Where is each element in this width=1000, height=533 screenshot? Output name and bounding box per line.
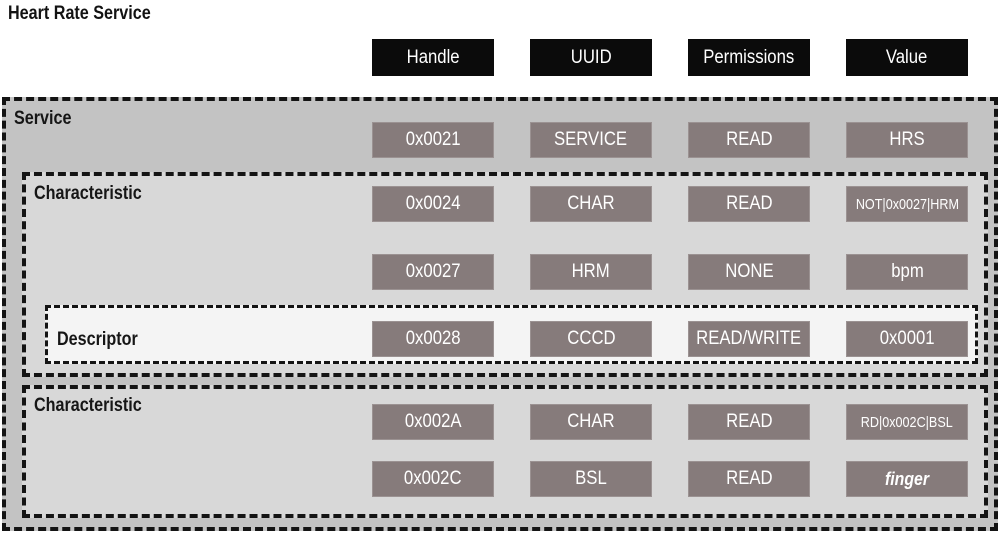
characteristic-1-label: Characteristic <box>34 183 142 204</box>
char1-decl-uuid-value: CHAR <box>567 193 615 214</box>
char2-decl-handle-value: 0x002A <box>404 411 462 432</box>
service-row-handle-value: 0x0021 <box>405 129 461 150</box>
hrm-value-handle-value: 0x0027 <box>405 261 461 282</box>
char2-decl-value: RD|0x002C|BSL <box>860 413 953 431</box>
char1-decl-handle-cell: 0x0024 <box>372 186 494 222</box>
service-row-handle-cell: 0x0021 <box>372 122 494 158</box>
descriptor-value: 0x0001 <box>879 328 935 349</box>
column-header-handle-label: Handle <box>406 46 460 68</box>
descriptor-uuid-cell: CCCD <box>530 321 652 357</box>
service-label: Service <box>14 108 72 129</box>
service-row-permissions-cell: READ <box>688 122 810 158</box>
char1-decl-permissions-cell: READ <box>688 186 810 222</box>
bsl-value-permissions-value: READ <box>725 468 773 489</box>
service-row-permissions-value: READ <box>725 129 773 150</box>
service-row-value: HRS <box>889 129 925 150</box>
descriptor-handle-cell: 0x0028 <box>372 321 494 357</box>
char1-decl-value-cell: NOT|0x0027|HRM <box>846 186 968 222</box>
service-row-uuid-cell: SERVICE <box>530 122 652 158</box>
char1-decl-uuid-cell: CHAR <box>530 186 652 222</box>
char2-decl-uuid-value: CHAR <box>567 411 615 432</box>
column-header-handle: Handle <box>372 39 494 76</box>
bsl-value-uuid-value: BSL <box>575 468 607 489</box>
column-header-uuid: UUID <box>530 39 652 76</box>
descriptor-container <box>45 305 978 364</box>
hrm-value-handle-cell: 0x0027 <box>372 254 494 290</box>
hrm-value-cell: bpm <box>846 254 968 290</box>
char2-decl-permissions-cell: READ <box>688 404 810 440</box>
bsl-value: finger <box>884 468 929 489</box>
char2-decl-permissions-value: READ <box>725 411 773 432</box>
descriptor-permissions-value: READ/WRITE <box>696 328 802 349</box>
char1-decl-handle-value: 0x0024 <box>405 193 461 214</box>
bsl-value-uuid-cell: BSL <box>530 461 652 497</box>
column-header-value: Value <box>846 39 968 76</box>
bsl-value-cell: finger <box>846 461 968 497</box>
hrm-value-uuid-value: HRM <box>571 261 611 282</box>
char1-decl-value: NOT|0x0027|HRM <box>855 195 959 213</box>
page-title: Heart Rate Service <box>8 3 151 24</box>
descriptor-value-cell: 0x0001 <box>846 321 968 357</box>
bsl-value-permissions-cell: READ <box>688 461 810 497</box>
char2-decl-handle-cell: 0x002A <box>372 404 494 440</box>
hrm-value: bpm <box>890 261 924 282</box>
hrm-value-permissions-cell: NONE <box>688 254 810 290</box>
bsl-value-handle-value: 0x002C <box>404 468 462 489</box>
char2-decl-uuid-cell: CHAR <box>530 404 652 440</box>
descriptor-uuid-value: CCCD <box>566 328 616 349</box>
hrm-value-uuid-cell: HRM <box>530 254 652 290</box>
bsl-value-handle-cell: 0x002C <box>372 461 494 497</box>
descriptor-handle-value: 0x0028 <box>405 328 461 349</box>
column-header-uuid-label: UUID <box>570 46 612 68</box>
char1-decl-permissions-value: READ <box>725 193 773 214</box>
column-header-value-label: Value <box>886 46 928 68</box>
characteristic-2-label: Characteristic <box>34 395 142 416</box>
descriptor-label: Descriptor <box>57 329 138 350</box>
char2-decl-value-cell: RD|0x002C|BSL <box>846 404 968 440</box>
column-header-permissions-label: Permissions <box>703 46 795 68</box>
column-header-permissions: Permissions <box>688 39 810 76</box>
service-row-value-cell: HRS <box>846 122 968 158</box>
service-row-uuid-value: SERVICE <box>554 129 628 150</box>
hrm-value-permissions-value: NONE <box>724 261 774 282</box>
descriptor-permissions-cell: READ/WRITE <box>688 321 810 357</box>
characteristic-container-2 <box>22 385 988 518</box>
